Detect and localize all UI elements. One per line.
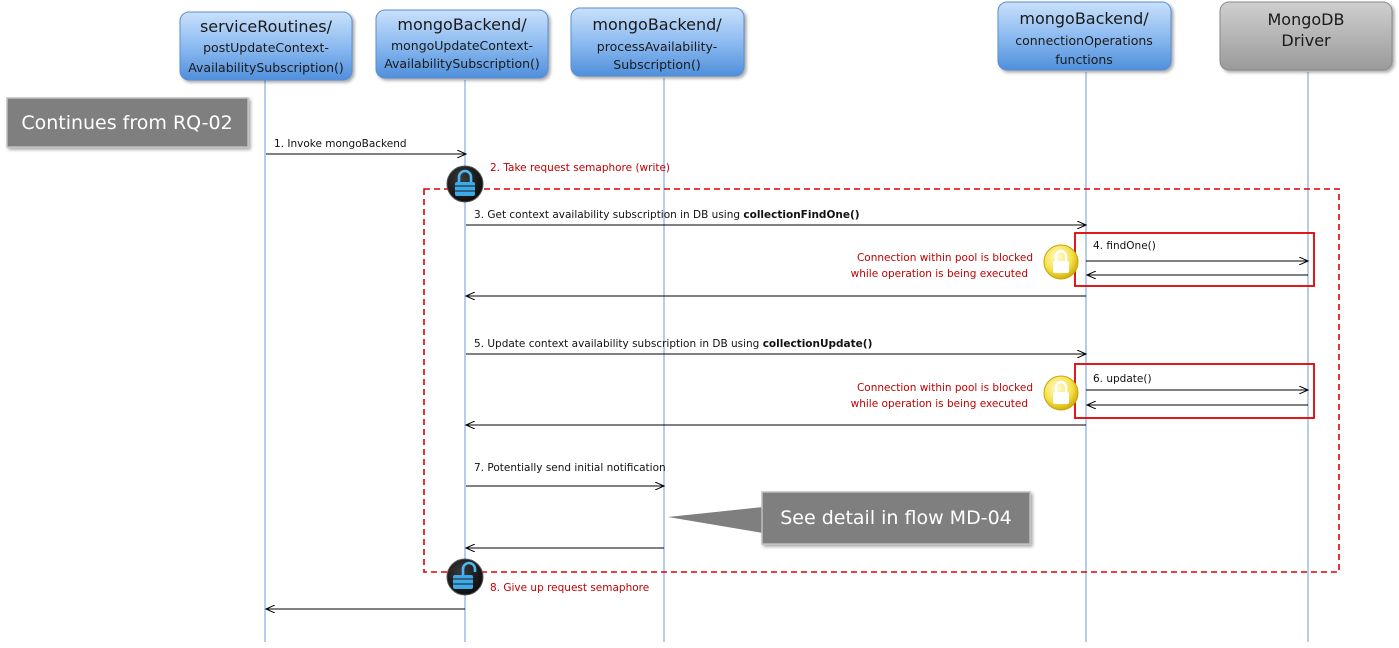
lock-open-icon — [446, 558, 484, 596]
message-label: 3. Get context availability subscription… — [474, 209, 860, 221]
message-4: 4. findOne() — [1086, 240, 1308, 275]
actor-connection-operations: mongoBackend/ connectionOperations funct… — [997, 1, 1172, 71]
semaphore-region — [423, 188, 1340, 573]
actor-subtitle: functions — [1055, 52, 1113, 67]
continues-label: Continues from RQ-02 — [21, 112, 232, 134]
message-1: 1. Invoke mongoBackend — [266, 138, 466, 154]
actor-title: MongoDB — [1268, 10, 1345, 29]
actor-subtitle: AvailabilitySubscription() — [188, 60, 344, 75]
actor-title: mongoBackend/ — [397, 15, 527, 34]
message-label: 5. Update context availability subscript… — [474, 338, 872, 350]
message-5: 5. Update context availability subscript… — [466, 338, 1086, 354]
message-function-name: collectionFindOne() — [743, 209, 859, 221]
callout-label: See detail in flow MD-04 — [780, 507, 1012, 529]
actor-subtitle: postUpdateContext- — [203, 40, 329, 55]
pool-note-line: Connection within pool is blocked — [857, 252, 1033, 264]
message-text: 3. Get context availability subscription… — [474, 209, 743, 221]
message-function-name: collectionUpdate() — [763, 338, 873, 350]
continues-label-box: Continues from RQ-02 — [6, 97, 249, 148]
actor-subtitle: mongoUpdateContext- — [391, 38, 533, 53]
actor-subtitle: Subscription() — [613, 57, 700, 72]
message-7: 7. Potentially send initial notification — [466, 462, 666, 486]
message-text: 5. Update context availability subscript… — [474, 338, 763, 350]
message-label: 8. Give up request semaphore — [490, 582, 649, 594]
actor-mongodb-driver: MongoDB Driver — [1219, 1, 1393, 71]
actor-subtitle: processAvailability- — [597, 39, 717, 54]
message-label: 4. findOne() — [1093, 240, 1156, 252]
lifelines — [264, 72, 1309, 642]
actor-subtitle: Driver — [1281, 31, 1331, 50]
pool-note-1: Connection within pool is blocked while … — [851, 252, 1033, 280]
padlock-yellow-icon — [1043, 375, 1079, 411]
message-label: 1. Invoke mongoBackend — [274, 138, 407, 150]
lock-closed-icon — [446, 165, 484, 203]
actor-title: serviceRoutines/ — [200, 17, 333, 36]
actor-process-availability: mongoBackend/ processAvailability- Subsc… — [570, 7, 745, 77]
actor-title: mongoBackend/ — [1019, 9, 1149, 28]
padlock-yellow-icon — [1043, 244, 1079, 280]
message-label: 6. update() — [1093, 373, 1152, 385]
message-label: 7. Potentially send initial notification — [474, 462, 666, 474]
message-label: 2. Take request semaphore (write) — [490, 162, 670, 174]
message-6: 6. update() — [1086, 373, 1308, 405]
detail-callout: See detail in flow MD-04 — [668, 491, 1031, 545]
pool-note-line: while operation is being executed — [851, 268, 1028, 280]
pool-note-line: Connection within pool is blocked — [857, 382, 1033, 394]
message-3: 3. Get context availability subscription… — [466, 209, 1086, 225]
actor-mongo-update: mongoBackend/ mongoUpdateContext- Availa… — [375, 9, 549, 79]
pool-note-2: Connection within pool is blocked while … — [851, 382, 1033, 410]
actor-title: mongoBackend/ — [592, 15, 722, 34]
pool-note-line: while operation is being executed — [851, 398, 1028, 410]
actor-subtitle: connectionOperations — [1015, 33, 1153, 48]
actor-service-routines: serviceRoutines/ postUpdateContext- Avai… — [179, 11, 353, 81]
actor-subtitle: AvailabilitySubscription() — [384, 56, 540, 71]
